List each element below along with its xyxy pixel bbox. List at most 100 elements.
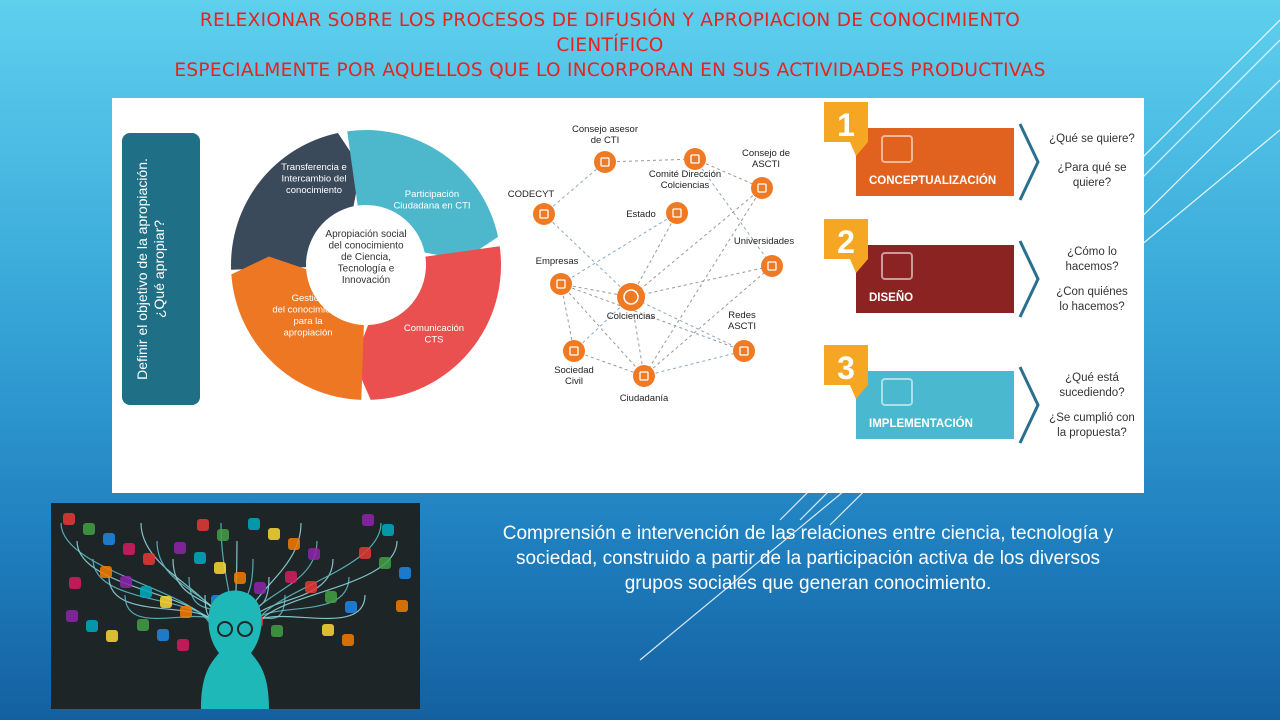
step-1-label: CONCEPTUALIZACIÓN [869, 174, 996, 187]
node-universidades-icon [761, 255, 783, 277]
network-icon [180, 606, 192, 618]
network-edge [573, 296, 632, 352]
title-line-2: CIENTÍFICO [556, 35, 664, 56]
network-icon [137, 619, 149, 631]
network-edge [560, 283, 645, 377]
network-icon [325, 591, 337, 603]
step-2-label: DISEÑO [869, 291, 913, 304]
network-icon [285, 571, 297, 583]
network-icon [362, 514, 374, 526]
network-icon [106, 630, 118, 642]
caption-text: Comprensión e intervención de las relaci… [502, 523, 1114, 594]
network-icon [143, 553, 155, 565]
network-icon [140, 586, 152, 598]
network-edge [630, 187, 763, 298]
node-label-colciencias: Colciencias [607, 311, 656, 322]
network-icon [83, 523, 95, 535]
network-edge [543, 161, 606, 215]
step-1-question-1: ¿Qué se quiere? [1049, 133, 1135, 145]
network-edge [630, 212, 678, 298]
network-icon [157, 629, 169, 641]
node-label-estado: Estado [626, 209, 656, 220]
title-line-1: RELEXIONAR SOBRE LOS PROCESOS DE DIFUSIÓ… [199, 10, 1021, 31]
node-codecyt-icon [533, 203, 555, 225]
network-edge [573, 350, 645, 377]
network-icon [123, 543, 135, 555]
network-edge [643, 265, 773, 377]
node-glyph-icon [690, 154, 700, 164]
objective-bar [122, 133, 200, 405]
network-icon [214, 562, 226, 574]
step-2-badge [824, 219, 868, 273]
branch-line [254, 540, 398, 634]
node-label-universidades: Universidades [734, 236, 794, 247]
network-icon [69, 577, 81, 589]
node-glyph-icon [672, 208, 682, 218]
glasses-right-icon [237, 621, 253, 637]
network-edge [560, 283, 745, 352]
network-icon [86, 620, 98, 632]
network-icon [345, 601, 357, 613]
network-edge [630, 265, 773, 298]
network-icon [160, 596, 172, 608]
node-glyph-icon [767, 261, 777, 271]
network-icon [63, 513, 75, 525]
glasses-left-icon [217, 621, 233, 637]
network-icon [288, 538, 300, 550]
title-line-3: ESPECIALMENTE POR AQUELLOS QUE LO INCORP… [174, 60, 1046, 81]
network-icon [268, 528, 280, 540]
network-edge [604, 158, 696, 163]
network-icon [103, 533, 115, 545]
knowledge-network-image [51, 503, 420, 709]
node-ciudadania-icon [633, 365, 655, 387]
network-icon [217, 529, 229, 541]
node-glyph-icon [569, 346, 579, 356]
step-3-pictogram-icon [881, 378, 913, 406]
head-silhouette [201, 590, 269, 709]
node-comite-direccion-icon [684, 148, 706, 170]
node-sociedad-civil-icon [563, 340, 585, 362]
network-edge [560, 283, 575, 352]
node-label-codecyt: CODECYT [508, 189, 555, 200]
network-edge [643, 350, 745, 377]
node-consejo-ascti-icon [751, 177, 773, 199]
network-icon [305, 581, 317, 593]
step-2-pictogram-icon [881, 252, 913, 280]
cycle-center-circle [308, 207, 424, 323]
step-2-chevron-icon [1018, 240, 1040, 318]
node-label-ciudadania: Ciudadanía [620, 393, 669, 404]
step-2-number: 2 [837, 224, 855, 260]
step-3-chevron-icon [1018, 366, 1040, 444]
network-icon [234, 572, 246, 584]
node-label-empresas: Empresas [536, 256, 579, 267]
step-1-pictogram-icon [881, 135, 913, 163]
step-1-number: 1 [837, 107, 855, 143]
head-network-illustration [60, 513, 411, 709]
cycle-segment-3 [354, 246, 501, 400]
network-edge [630, 296, 745, 352]
colciencias-emblem-icon [623, 289, 639, 305]
node-glyph-icon [556, 279, 566, 289]
cycle-segment-1 [231, 132, 361, 270]
network-icon [382, 524, 394, 536]
diagram-panel: Definir el objetivo de la apropiación. ¿… [112, 98, 1144, 493]
network-icon [308, 548, 320, 560]
network-icon [120, 576, 132, 588]
network-edge [560, 212, 678, 285]
node-consejo-asesor-cti-icon [594, 151, 616, 173]
network-edge [543, 213, 632, 298]
network-edge [694, 158, 763, 189]
network-icon [100, 566, 112, 578]
network-icon [197, 519, 209, 531]
